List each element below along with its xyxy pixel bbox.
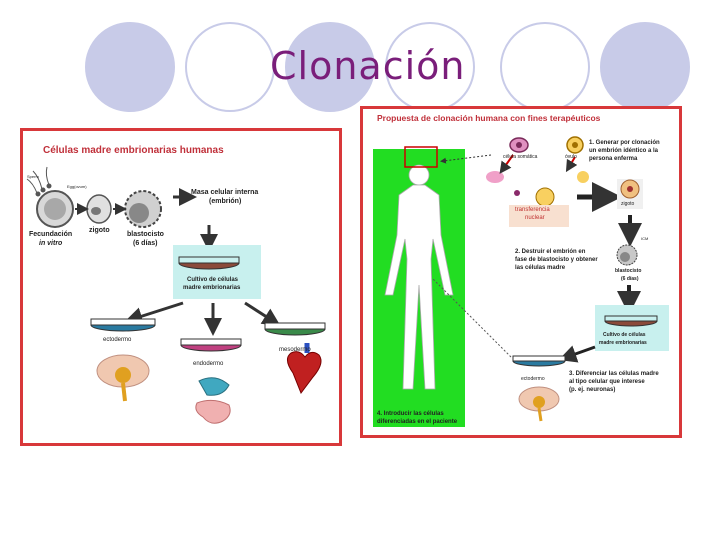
right-cultivo-label-2: madre embrionarias — [599, 340, 647, 346]
egg-cell-icon — [36, 190, 74, 228]
patient-body-icon — [384, 164, 454, 390]
step1-line1: 1. Generar por clonación — [589, 140, 660, 146]
culture-dish-icon — [178, 256, 240, 270]
transfer-label-2: nuclear — [525, 215, 545, 221]
blastocisto-days-label: (6 días) — [133, 240, 158, 247]
in-vitro-label: in vitro — [39, 240, 63, 247]
left-diagram — [26, 166, 326, 424]
step4-line1: 4. Introducir las células — [377, 411, 444, 417]
right-culture-dish-icon — [604, 315, 658, 327]
mesodermo-label: mesodermo — [279, 347, 311, 353]
arrow-culture-ectoderm — [558, 345, 596, 363]
right-brain-icon — [518, 386, 560, 422]
sperm-icon — [26, 166, 52, 197]
decor-circle-1 — [85, 22, 175, 112]
arrow-culture-mesoderm — [244, 301, 281, 326]
decor-circle-3 — [285, 22, 375, 112]
step3-line2: al tipo celular que interese — [569, 379, 645, 385]
right-culture-box — [595, 305, 669, 351]
enucleated-cell-icon — [486, 171, 520, 196]
cloned-zygote-icon — [617, 179, 643, 209]
blastocisto-label: blastocisto — [127, 231, 164, 238]
decor-circle-2 — [185, 22, 275, 112]
mesoderm-dish-icon — [264, 322, 326, 336]
arrow-ovum — [565, 156, 578, 173]
slide-title: Clonación — [270, 44, 466, 88]
ectoderm-dish-icon — [90, 318, 156, 332]
transfer-label-1: transferencia — [515, 207, 550, 213]
ovum-label: óvulo — [565, 154, 577, 160]
sperm-label: Sperm — [27, 174, 39, 179]
brain-icon — [96, 354, 150, 402]
arrow-somatic — [499, 154, 514, 174]
nuclear-transfer-box — [509, 205, 569, 227]
step2-line3: las células madre — [515, 265, 566, 271]
step4-line2: diferenciadas en el paciente — [377, 419, 458, 425]
right-panel: Propuesta de clonación humana con fines … — [360, 106, 682, 438]
icm-label: ICM — [641, 236, 649, 241]
step3-line3: (p. ej. neuronas) — [569, 387, 616, 393]
ectodermo-label: ectodermo — [103, 337, 132, 343]
cultivo-label-1: Cultivo de células — [187, 277, 239, 283]
blastocisto-days-right: (6 días) — [621, 276, 639, 282]
step1-line2: un embrión idéntico a la — [589, 148, 659, 154]
cultivo-label-2: madre embrionarias — [183, 285, 241, 291]
egg-label: Egg(ovum) — [67, 184, 87, 189]
step2-line1: 2. Destruir el embrión en — [515, 249, 586, 255]
endodermo-label: endodermo — [193, 361, 224, 367]
ovum-icon — [566, 136, 584, 154]
right-cultivo-label-1: Cultivo de células — [603, 332, 646, 338]
cloned-blastocyst-icon — [616, 244, 638, 266]
zigoto-label-right: zigoto — [621, 201, 635, 207]
nucleus-transfer-cell-icon — [535, 187, 555, 207]
blastocisto-label-right: blastocisto — [615, 268, 642, 274]
heart-icon — [287, 343, 322, 395]
culture-box — [173, 245, 261, 299]
digestive-organs-icon — [195, 377, 231, 424]
zygote-icon — [86, 194, 112, 224]
endoderm-dish-icon — [180, 338, 242, 352]
embrion-label: (embrión) — [209, 198, 242, 205]
somatic-cell-label: célula somática — [503, 154, 538, 160]
right-diagram — [373, 136, 669, 427]
step3-line1: 3. Diferenciar las células madre — [569, 371, 659, 377]
step1-line3: persona enferma — [589, 156, 638, 162]
decor-circle-5 — [500, 22, 590, 112]
blastocyst-icon — [124, 190, 162, 228]
masa-celular-label: Masa celular interna — [191, 189, 259, 196]
head-highlight-box — [404, 146, 438, 168]
left-panel-title: Células madre embrionarias humanas — [43, 145, 224, 156]
fecundacion-label: Fecundación — [29, 231, 73, 238]
right-ectodermo-label: ectodermo — [521, 376, 545, 382]
right-panel-title: Propuesta de clonación humana con fines … — [377, 113, 601, 123]
zigoto-label: zigoto — [89, 227, 110, 234]
decor-circle-4 — [385, 22, 475, 112]
somatic-cell-icon — [509, 137, 529, 153]
decor-circle-6 — [600, 22, 690, 112]
right-ectoderm-dish-icon — [512, 355, 566, 367]
enucleated-ovum-icon — [577, 171, 589, 183]
arrow-to-patient-head — [440, 154, 492, 164]
step2-line2: fase de blastocisto y obtener — [515, 257, 598, 263]
arrow-culture-ectoderm — [124, 301, 184, 325]
left-panel: Células madre embrionarias humanas — [20, 128, 342, 446]
